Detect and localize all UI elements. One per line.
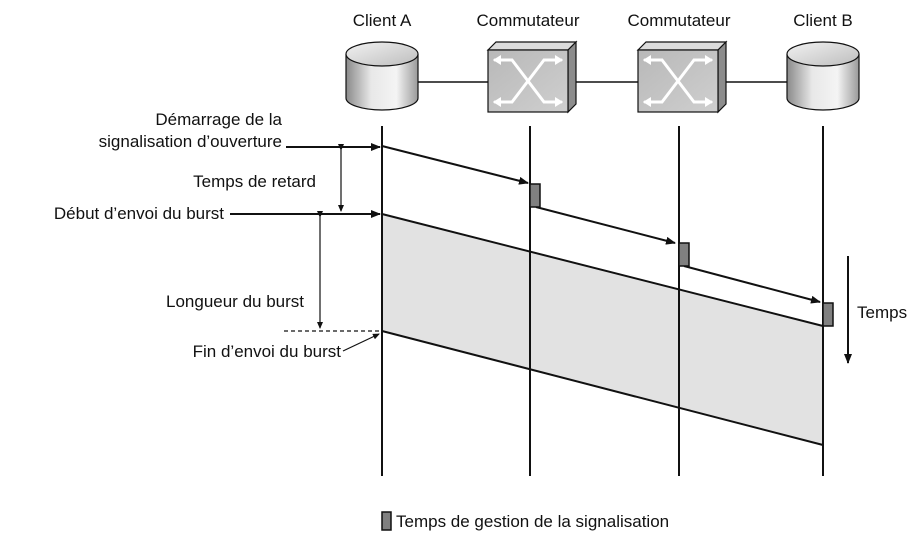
burst-region — [382, 214, 823, 445]
burst-start-line — [381, 213, 824, 327]
processing-box — [822, 302, 834, 327]
disk-cylinder-icon — [786, 41, 860, 111]
burst-length-label: Longueur du burst — [166, 292, 304, 311]
legend-processing-box — [381, 511, 392, 531]
processing-box — [678, 242, 690, 267]
processing-box — [529, 183, 541, 208]
switch-1-label: Commutateur — [477, 11, 580, 30]
signaling-arrow-2 — [535, 206, 676, 245]
start-signaling-label-line2: signalisation d’ouverture — [99, 132, 282, 151]
burst-end-line — [381, 330, 824, 446]
client-a-label: Client A — [353, 11, 412, 30]
burst-start-label: Début d’envoi du burst — [54, 204, 224, 223]
legend-label: Temps de gestion de la signalisation — [396, 512, 669, 531]
switch-arrows-icon — [636, 40, 728, 114]
signaling-arrow-1 — [381, 145, 529, 185]
time-label: Temps — [857, 303, 907, 322]
burst-end-pointer — [342, 333, 380, 352]
signaling-arrow-3 — [683, 265, 821, 304]
delay-label: Temps de retard — [193, 172, 316, 191]
switch-arrows-icon — [486, 40, 578, 114]
disk-cylinder-icon — [345, 41, 419, 111]
switch-2-label: Commutateur — [628, 11, 731, 30]
client-b-label: Client B — [793, 11, 853, 30]
burst-end-label: Fin d’envoi du burst — [193, 342, 342, 361]
start-signaling-label-line1: Démarrage de la — [155, 110, 282, 129]
